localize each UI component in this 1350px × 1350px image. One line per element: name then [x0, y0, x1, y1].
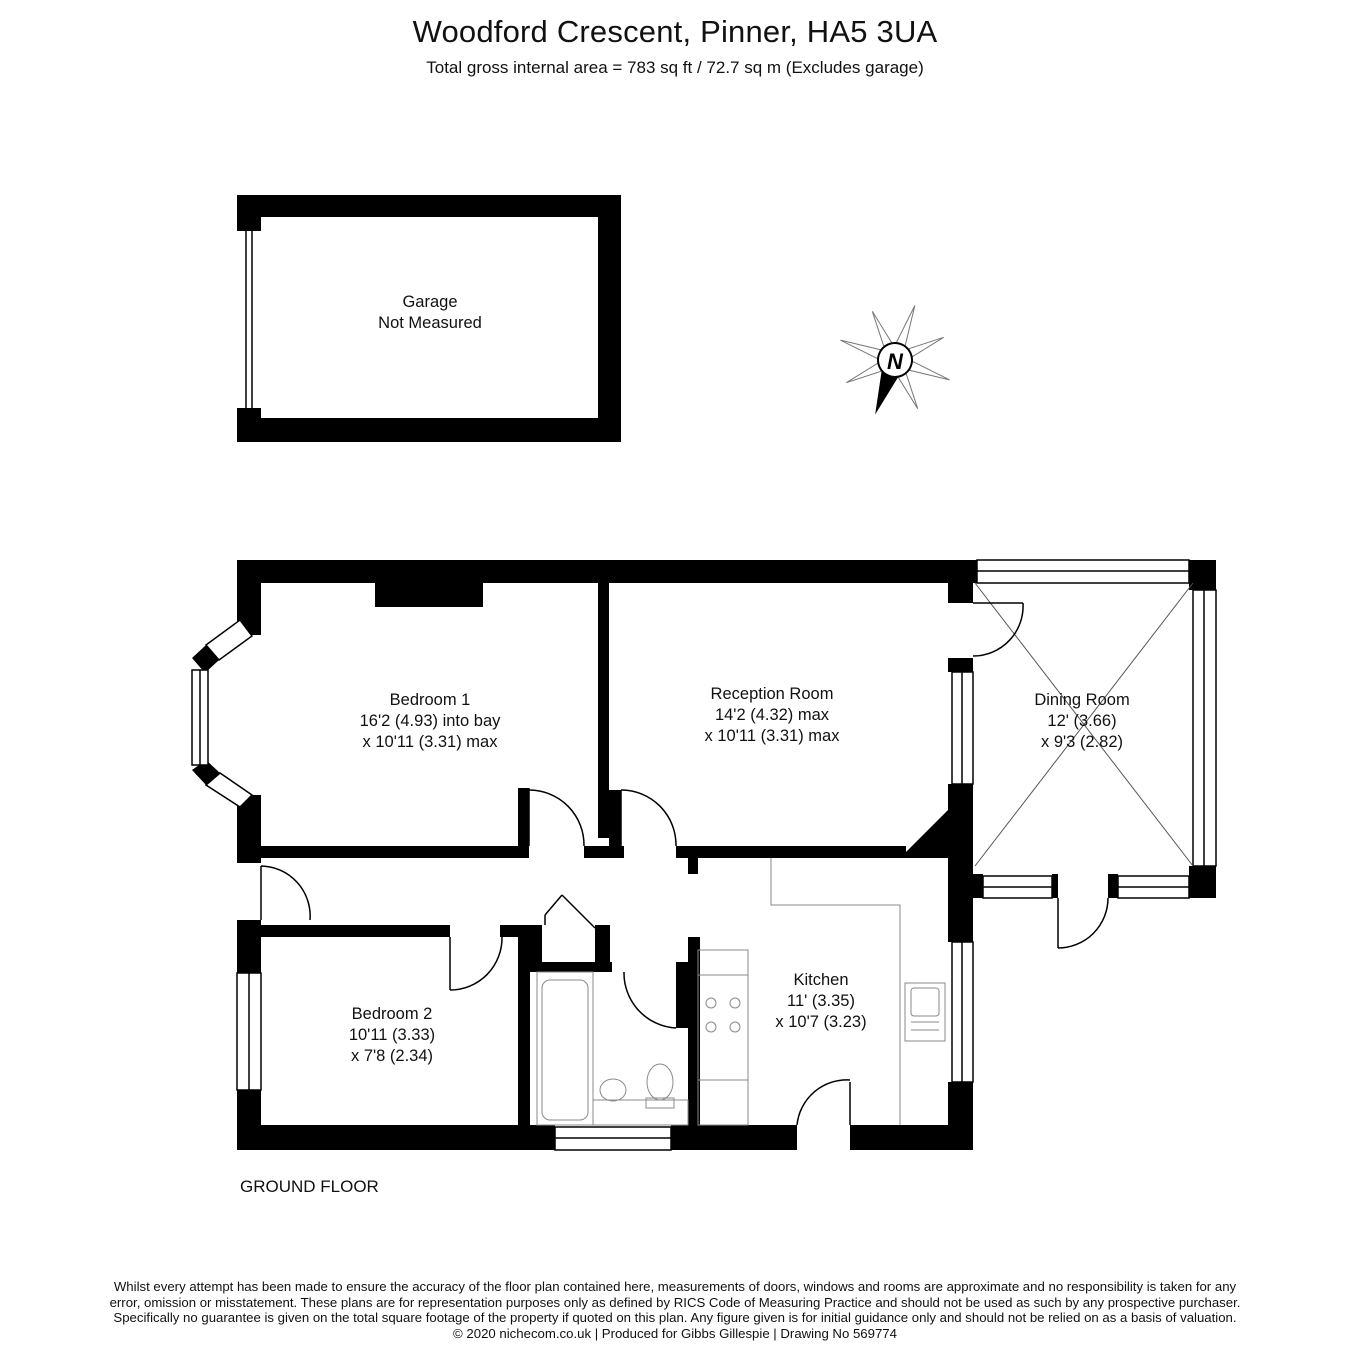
disclaimer-line-2: error, omission or misstatement. These p… — [109, 1294, 1241, 1310]
bedroom2-dim2: x 7'8 (2.34) — [350, 1047, 434, 1065]
reception-label: Reception Room 14'2 (4.32) max x 10'11 (… — [652, 684, 892, 747]
door-swings — [260, 602, 1109, 1126]
reception-name: Reception Room — [710, 685, 834, 703]
windows — [191, 559, 1217, 1151]
bedroom1-label: Bedroom 1 16'2 (4.93) into bay x 10'11 (… — [310, 690, 550, 753]
garage-note: Not Measured — [378, 314, 482, 332]
garage-name: Garage — [402, 293, 458, 311]
house-walls — [192, 560, 1216, 1150]
bedroom1-dim2: x 10'11 (3.31) max — [362, 733, 498, 751]
dining-label: Dining Room 12' (3.66) x 9'3 (2.82) — [1002, 690, 1162, 753]
bedroom1-name: Bedroom 1 — [389, 691, 471, 709]
floor-label: GROUND FLOOR — [240, 1177, 379, 1196]
kitchen-name: Kitchen — [793, 971, 849, 989]
bedroom1-dim1: 16'2 (4.93) into bay — [359, 712, 501, 730]
kitchen-dim2: x 10'7 (3.23) — [775, 1013, 867, 1031]
copyright-line: © 2020 nichecom.co.uk | Produced for Gib… — [453, 1325, 897, 1341]
dining-dim2: x 9'3 (2.82) — [1040, 733, 1124, 751]
kitchen-dim1: 11' (3.35) — [787, 992, 855, 1010]
reception-dim2: x 10'11 (3.31) max — [704, 727, 840, 745]
dining-dim1: 12' (3.66) — [1047, 712, 1117, 730]
kitchen-label: Kitchen 11' (3.35) x 10'7 (3.23) — [741, 970, 901, 1033]
dining-roof-lines — [974, 582, 1194, 867]
reception-dim1: 14'2 (4.32) max — [714, 706, 830, 724]
plan-title: Woodford Crescent, Pinner, HA5 3UA — [412, 14, 938, 49]
disclaimer: Whilst every attempt has been made to en… — [60, 1279, 1290, 1341]
bedroom2-label: Bedroom 2 10'11 (3.33) x 7'8 (2.34) — [312, 1004, 472, 1067]
bedroom2-name: Bedroom 2 — [351, 1005, 433, 1023]
disclaimer-line-1: Whilst every attempt has been made to en… — [113, 1279, 1237, 1294]
garage-label: Garage Not Measured — [330, 292, 530, 334]
compass-letter: N — [887, 349, 904, 374]
disclaimer-line-3: Specifically no guarantee is given on th… — [113, 1310, 1237, 1325]
fixtures — [536, 858, 946, 1126]
dining-name: Dining Room — [1034, 691, 1130, 709]
garage-door-opening — [245, 231, 253, 408]
compass-north-icon — [840, 305, 950, 415]
bedroom2-dim1: 10'11 (3.33) — [348, 1026, 436, 1044]
garage-walls — [237, 195, 621, 442]
total-area: Total gross internal area = 783 sq ft / … — [426, 58, 924, 77]
